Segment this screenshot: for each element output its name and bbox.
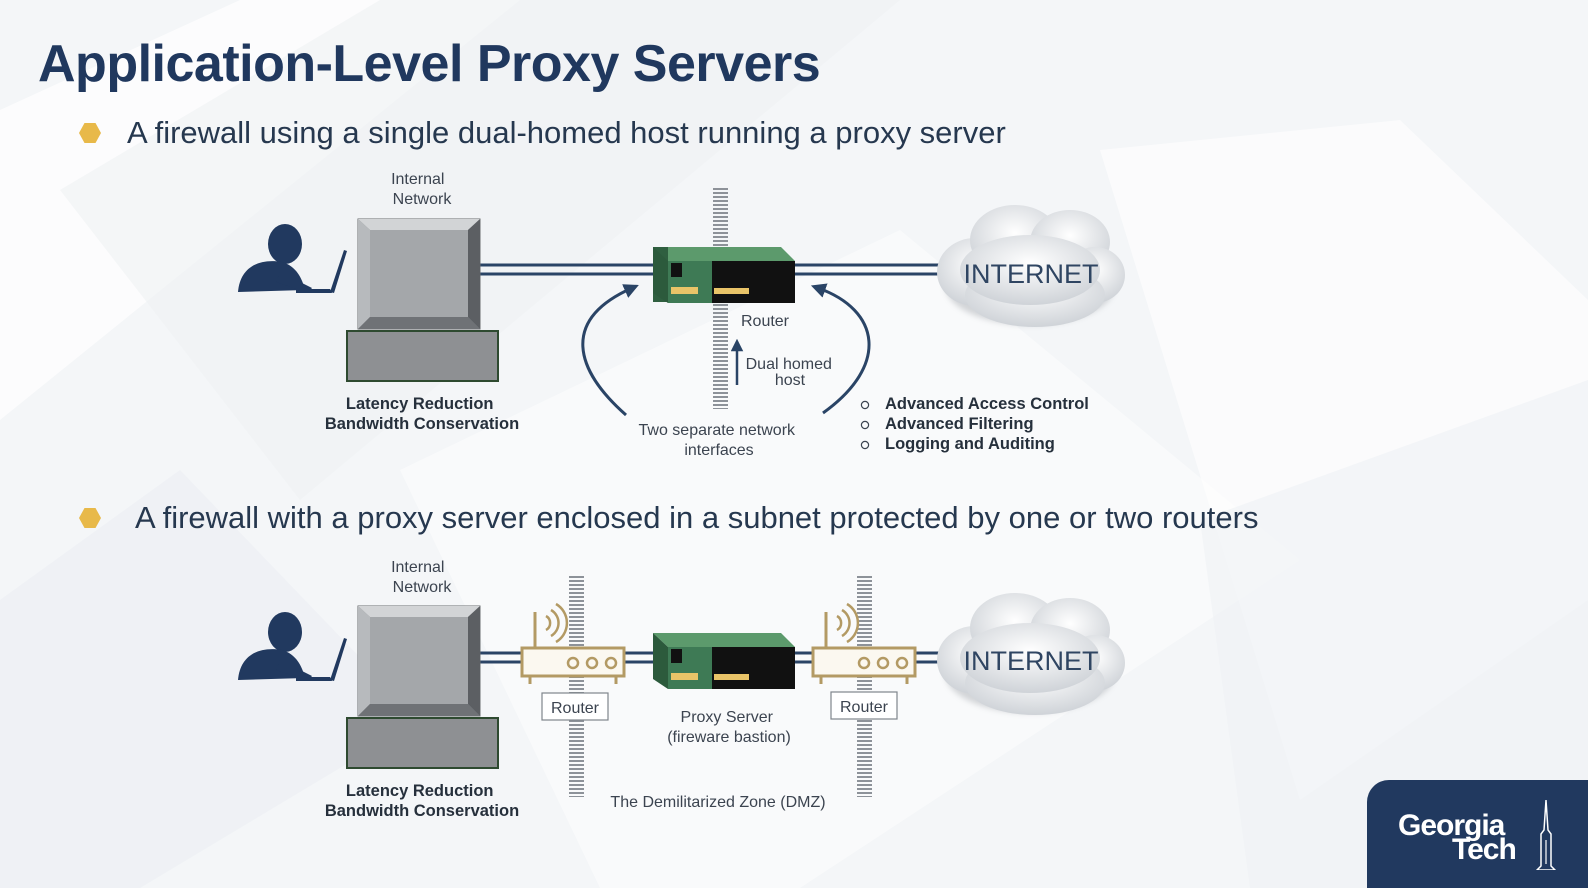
feature-item: Advanced Access Control bbox=[885, 395, 1089, 413]
user-silhouette-icon bbox=[238, 612, 347, 681]
internal-network-label: Internal Network bbox=[391, 559, 452, 596]
feature-list: Advanced Access Control Advanced Filteri… bbox=[860, 395, 1089, 453]
hexagon-bullet-icon bbox=[79, 508, 101, 528]
logo-word-georgia: Georgia bbox=[1398, 809, 1505, 842]
hexagon-bullet-icon bbox=[79, 123, 101, 143]
list-bullet-icon bbox=[860, 400, 870, 410]
firewall-wall-right bbox=[857, 575, 872, 797]
router-right-label-box bbox=[830, 691, 898, 720]
computer-caption: Latency Reduction Bandwidth Conservation bbox=[325, 782, 519, 820]
proxy-server-label: Proxy Server (fireware bastion) bbox=[667, 709, 791, 746]
dual-homed-label: Dual homed host bbox=[746, 356, 837, 389]
internal-computer-icon bbox=[346, 218, 499, 382]
bullet-item-1: A firewall using a single dual-homed hos… bbox=[79, 115, 1006, 151]
diagram-1: INTERNET Internal Network Latency Reduct… bbox=[238, 171, 1125, 459]
proxy-server-icon bbox=[653, 633, 795, 689]
internal-computer-icon bbox=[346, 605, 499, 769]
diagram-2: Router Router INTERNET Internal Network … bbox=[238, 559, 1125, 820]
logo-word-tech: Tech bbox=[1452, 833, 1517, 866]
internet-cloud-icon bbox=[937, 205, 1125, 327]
interface-arrow-right bbox=[810, 283, 871, 415]
bullet-text-2: A firewall with a proxy server enclosed … bbox=[135, 500, 1259, 535]
feature-item: Advanced Filtering bbox=[885, 415, 1034, 433]
bullet-text-1: A firewall using a single dual-homed hos… bbox=[127, 115, 1006, 150]
bullet-item-2: A firewall with a proxy server enclosed … bbox=[79, 500, 1258, 536]
router-left-icon bbox=[520, 602, 626, 684]
dmz-label: The Demilitarized Zone (DMZ) bbox=[610, 794, 825, 811]
feature-item: Logging and Auditing bbox=[885, 435, 1055, 453]
internal-network-label: Internal Network bbox=[391, 171, 452, 208]
georgia-tech-logo: Georgia Tech bbox=[1367, 780, 1588, 888]
slide-title: Application-Level Proxy Servers bbox=[38, 35, 821, 93]
list-bullet-icon bbox=[860, 420, 870, 430]
user-silhouette-icon bbox=[238, 224, 347, 293]
connection-lines bbox=[480, 263, 955, 276]
router-left-label-box bbox=[541, 692, 609, 721]
router-label: Router bbox=[741, 313, 790, 330]
router-left-label: Router bbox=[551, 700, 600, 717]
internet-cloud-icon bbox=[937, 593, 1125, 715]
internet-label: INTERNET bbox=[964, 259, 1099, 289]
interfaces-label: Two separate network interfaces bbox=[639, 422, 800, 459]
tech-tower-icon bbox=[1535, 800, 1557, 870]
firewall-wall-left bbox=[569, 575, 584, 797]
computer-caption: Latency Reduction Bandwidth Conservation bbox=[325, 395, 519, 433]
list-bullet-icon bbox=[860, 440, 870, 450]
internet-label: INTERNET bbox=[964, 646, 1099, 676]
router-right-label: Router bbox=[840, 699, 889, 716]
router-right-icon bbox=[811, 602, 917, 684]
interface-arrow-left bbox=[581, 284, 639, 417]
dual-homed-server-icon bbox=[653, 247, 795, 303]
